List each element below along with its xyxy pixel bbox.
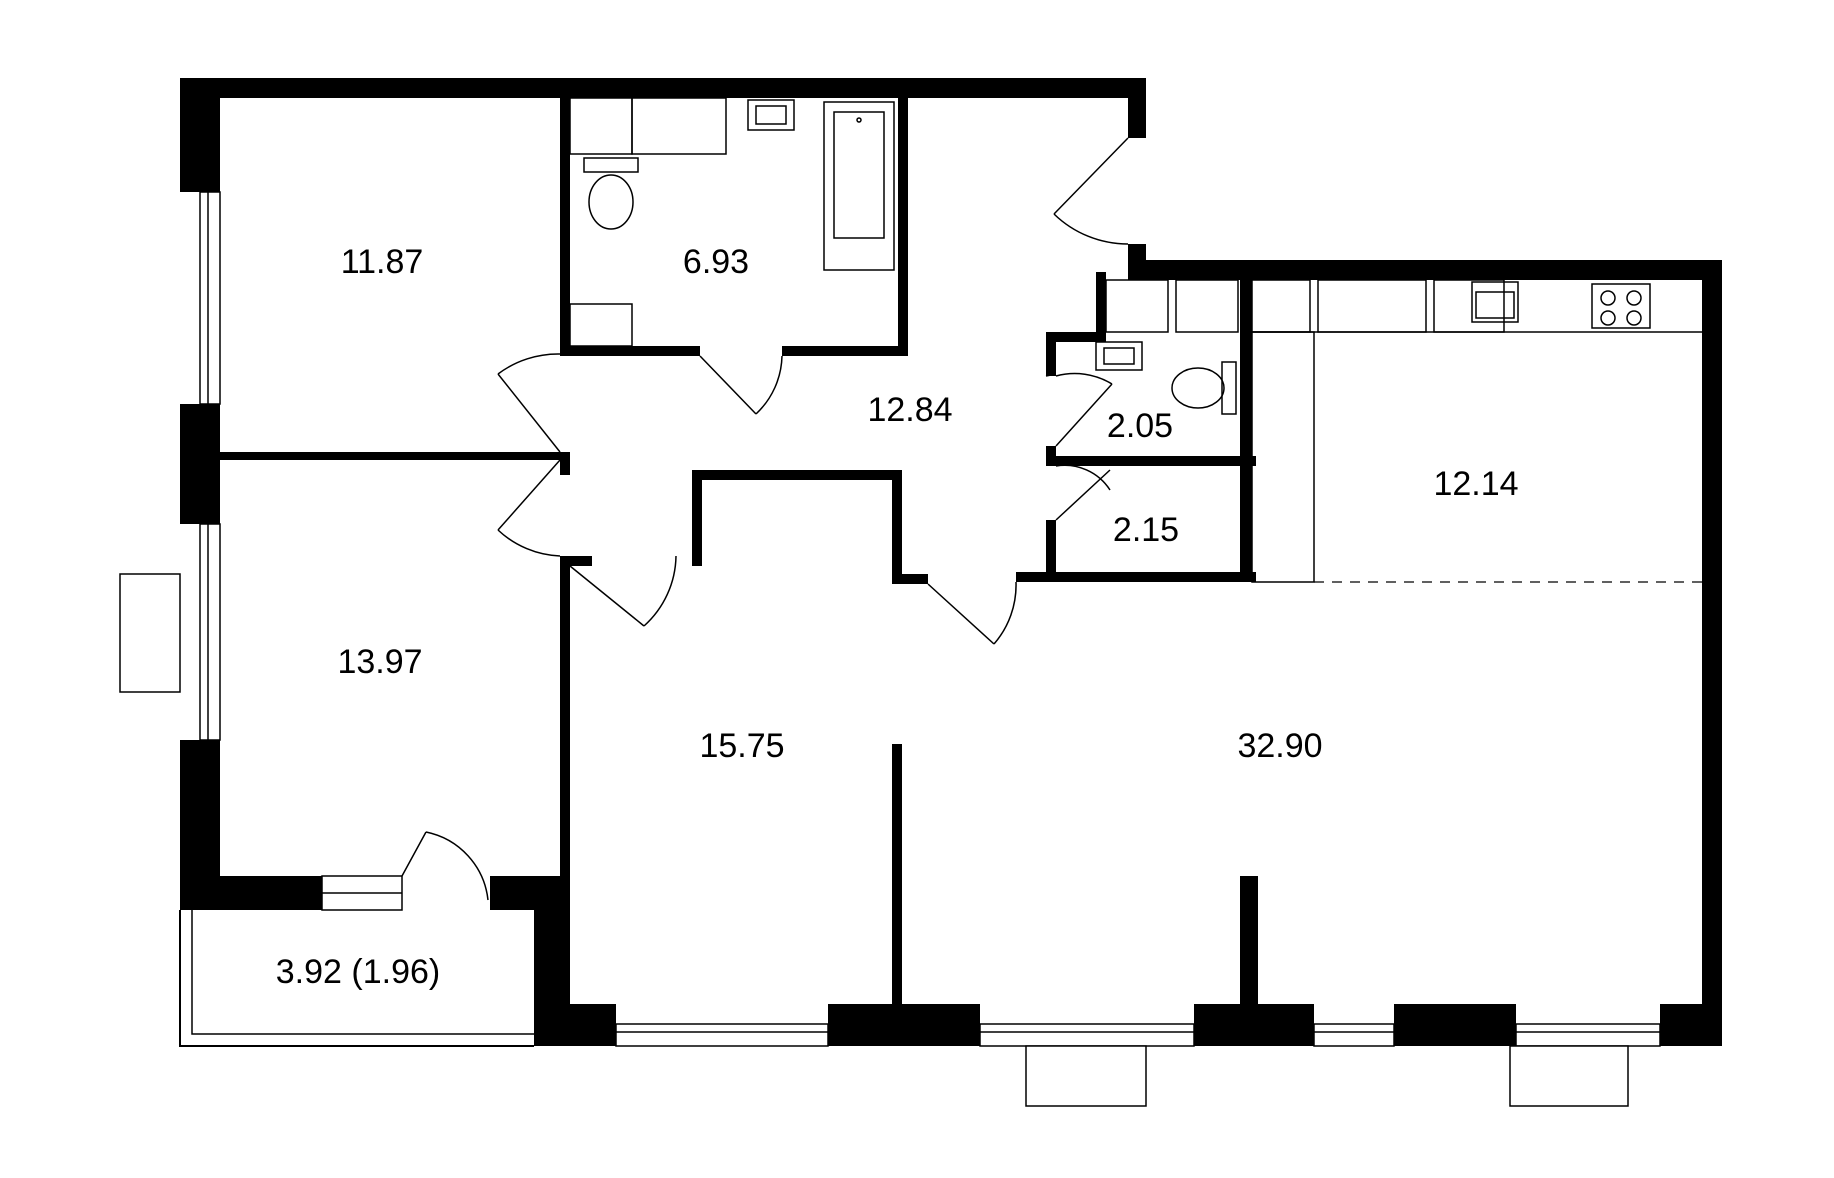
room-label-hallway: 12.84 bbox=[867, 391, 952, 429]
windows bbox=[119, 191, 1661, 1107]
room-labels: 11.87 6.93 12.84 2.05 2.15 12.14 13.97 1… bbox=[276, 243, 1519, 991]
room-label-bedroom-2: 13.97 bbox=[337, 643, 422, 681]
room-label-bathroom: 6.93 bbox=[683, 243, 749, 281]
doors bbox=[401, 137, 1129, 901]
outer-walls bbox=[180, 78, 1722, 1046]
room-label-bedroom-3: 15.75 bbox=[699, 727, 784, 765]
interior-walls bbox=[220, 98, 1258, 1046]
fixtures bbox=[569, 97, 1702, 583]
balcony bbox=[179, 910, 534, 1047]
room-label-kitchen: 12.14 bbox=[1433, 465, 1518, 503]
room-label-balcony: 3.92 (1.96) bbox=[276, 953, 440, 991]
room-label-living-room: 32.90 bbox=[1237, 727, 1322, 765]
room-label-storage: 2.15 bbox=[1113, 511, 1179, 549]
room-label-bedroom-1: 11.87 bbox=[341, 243, 424, 281]
room-label-toilet: 2.05 bbox=[1107, 407, 1173, 445]
